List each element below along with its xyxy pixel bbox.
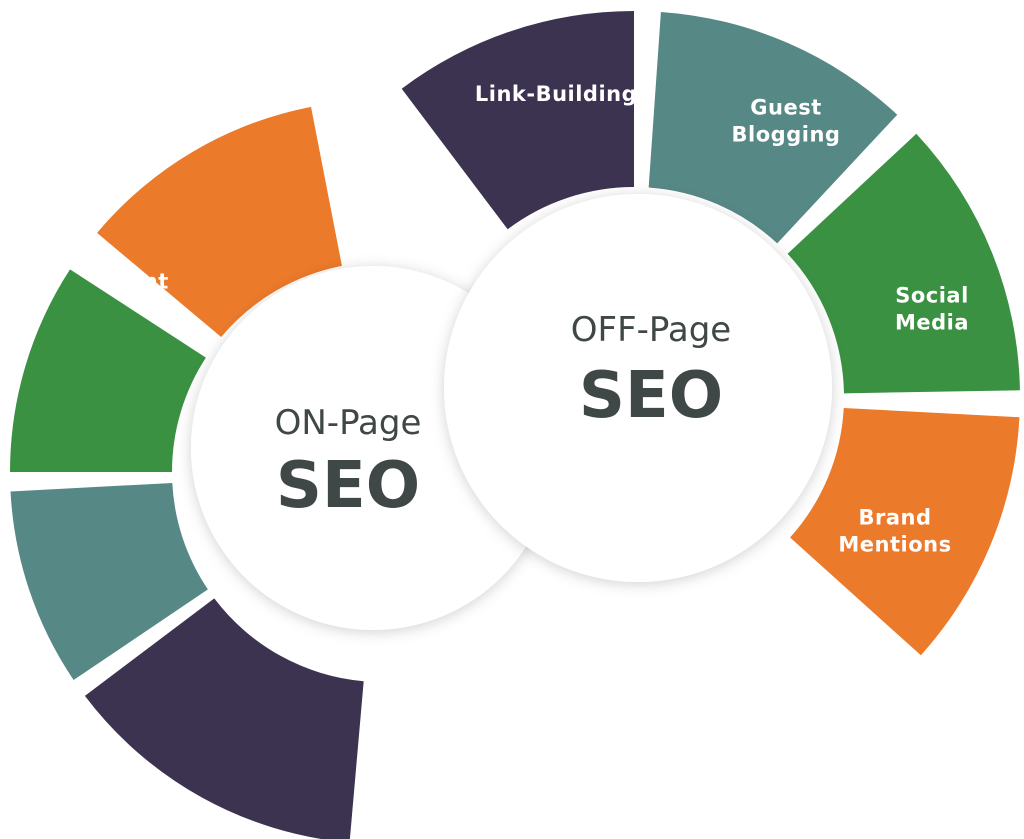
on-page-segment-label-line: Page Speed xyxy=(396,726,540,750)
off-page-segment-label-line: Media xyxy=(895,311,969,335)
off-page-segment-label-line: Brand xyxy=(858,506,931,530)
on-page-segment-label-page-speed: Page Speed xyxy=(396,726,540,750)
off-page-segment-link-building xyxy=(401,11,634,230)
off-page-segment-label-line: Link-Building xyxy=(475,82,637,106)
off-page-segment-label-line: Social xyxy=(895,284,969,308)
on-page-segment-content-marketing xyxy=(97,106,342,338)
off-page-hub-subtitle: OFF-Page xyxy=(571,310,731,350)
off-page-hub-circle xyxy=(444,194,832,582)
off-page-segment-brand-mentions xyxy=(790,407,1020,656)
on-page-hub-subtitle: ON-Page xyxy=(275,403,422,443)
off-page-segment-label-line: Mentions xyxy=(838,533,951,557)
on-page-segment-keyword-optimization xyxy=(10,482,208,681)
off-page-segment-label-link-building: Link-Building xyxy=(475,82,637,106)
off-page-hub-title: SEO xyxy=(579,359,723,433)
on-page-ring: ContentMarketingImagesKeywordOptimizatio… xyxy=(10,106,540,839)
on-page-segment-page-speed xyxy=(84,598,364,839)
on-page-hub-title: SEO xyxy=(276,449,420,523)
off-page-segment-label-line: Blogging xyxy=(732,123,841,147)
off-page-segment-social-media xyxy=(787,133,1020,394)
off-page-segment-guest-blogging xyxy=(648,11,898,244)
off-page-hub: OFF-Page SEO xyxy=(444,194,832,582)
on-page-segment-images xyxy=(10,269,206,472)
off-page-segment-label-line: Guest xyxy=(750,96,821,120)
